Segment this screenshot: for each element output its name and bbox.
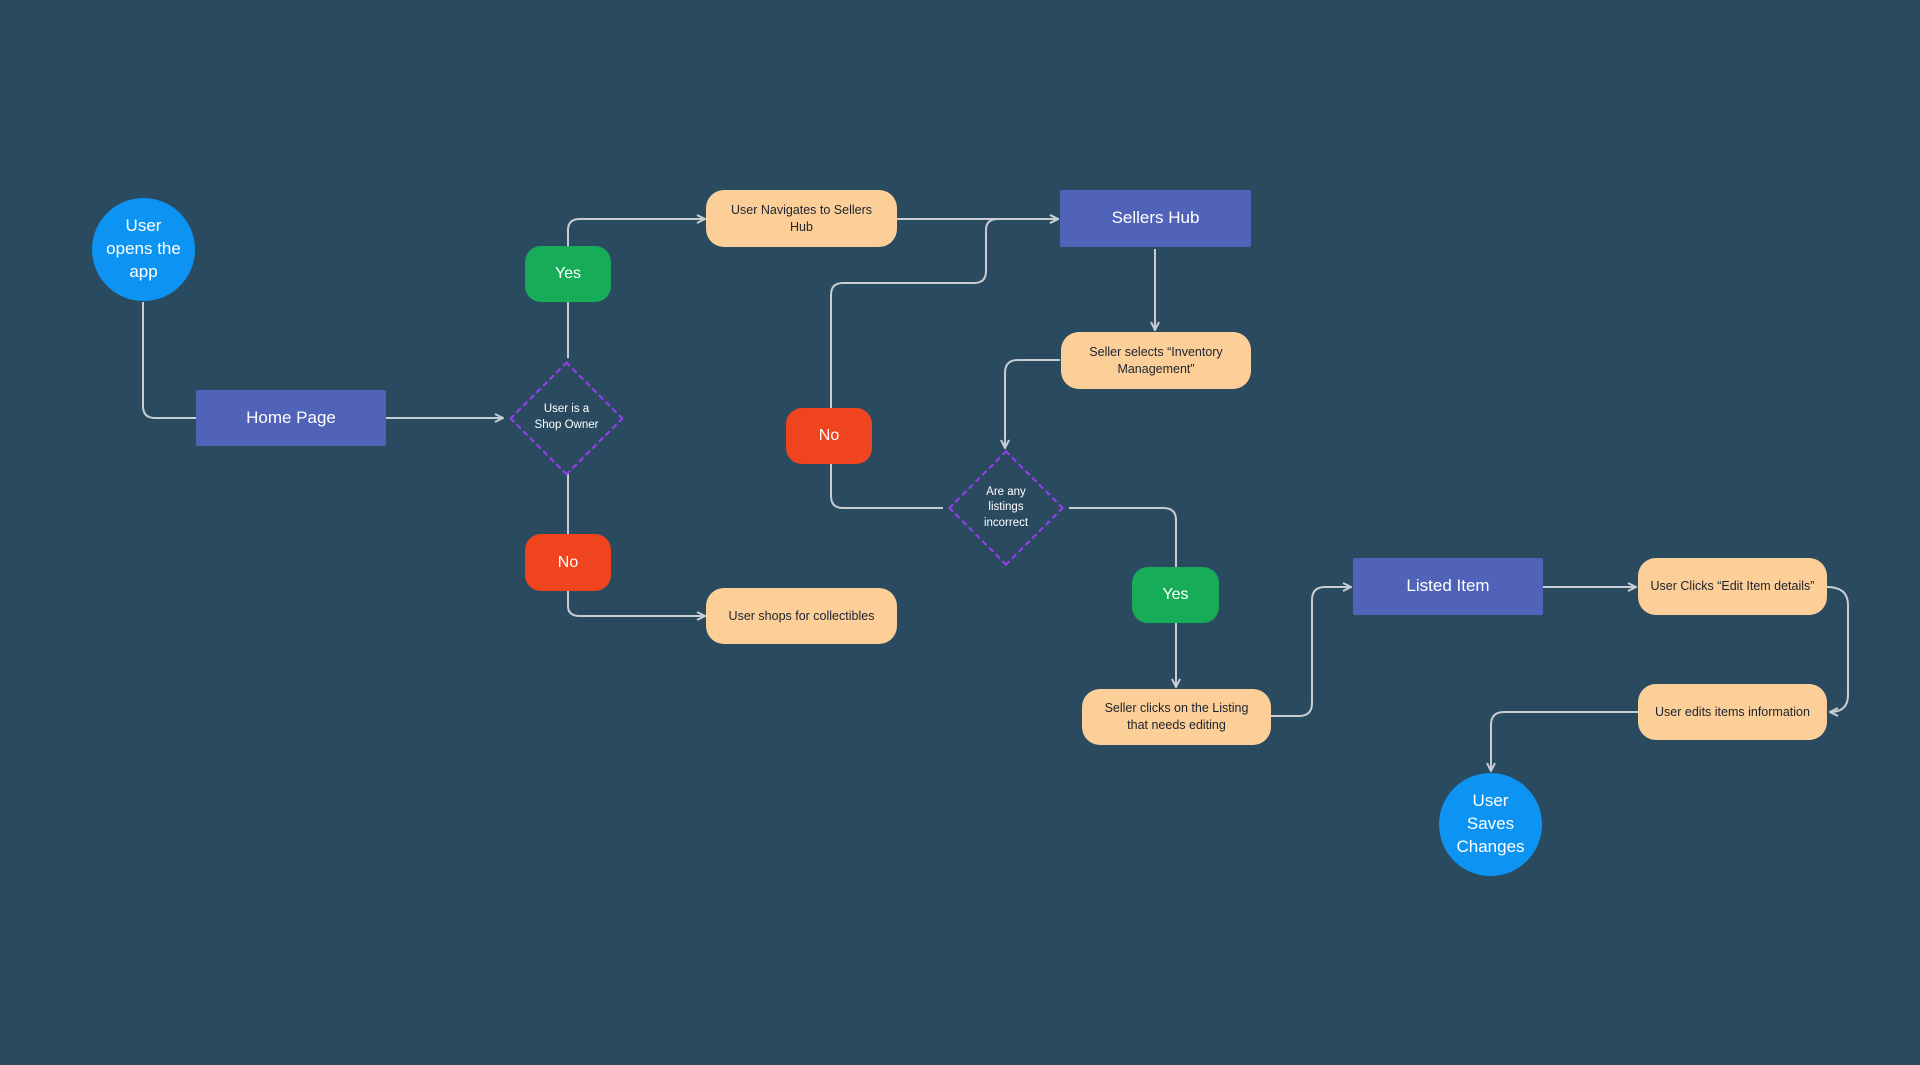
listings-incorrect-decision: Are any listings incorrect	[942, 449, 1070, 567]
edge-edit-editsinfo	[1826, 586, 1849, 712]
edge-decision-yes2	[1069, 507, 1177, 567]
sellers-hub-label: Sellers Hub	[1111, 208, 1200, 228]
inventory-management-node: Seller selects “Inventory Management”	[1061, 332, 1251, 389]
no-badge-listings: No	[786, 408, 872, 464]
edits-information-node: User edits items information	[1638, 684, 1827, 740]
edge-start-home	[142, 302, 196, 419]
edge-inventory-decision	[1005, 359, 1060, 448]
yes-label: Yes	[1162, 586, 1189, 604]
yes-badge-listings: Yes	[1132, 567, 1219, 623]
shop-owner-decision: User is a Shop Owner	[503, 360, 630, 476]
edits-information-label: User edits items information	[1655, 704, 1810, 719]
no-badge-owner: No	[525, 534, 611, 591]
listings-incorrect-label: Are any listings incorrect	[983, 485, 1029, 529]
edge-yes-navigate	[567, 219, 705, 246]
edge-decision-no2	[830, 464, 943, 509]
end-label: User Saves Changes	[1456, 791, 1525, 856]
edit-item-details-node: User Clicks “Edit Item details”	[1638, 558, 1827, 615]
home-page-label: Home Page	[246, 407, 336, 427]
edge-editsinfo-end	[1491, 711, 1638, 771]
edge-clicks-listed	[1271, 587, 1351, 717]
shop-owner-decision-label: User is a Shop Owner	[534, 403, 599, 431]
edit-item-details-label: User Clicks “Edit Item details”	[1650, 579, 1815, 594]
yes-label: Yes	[554, 265, 582, 283]
end-node: User Saves Changes	[1439, 773, 1542, 876]
clicks-listing-label: Seller clicks on the Listing that needs …	[1104, 701, 1249, 732]
sellers-hub-node: Sellers Hub	[1060, 190, 1251, 247]
edge-no-shops	[567, 591, 705, 616]
clicks-listing-node: Seller clicks on the Listing that needs …	[1082, 689, 1271, 745]
navigate-sellers-hub-node: User Navigates to Sellers Hub	[706, 190, 897, 247]
no-label: No	[818, 427, 840, 445]
inventory-management-label: Seller selects “Inventory Management”	[1089, 344, 1223, 376]
start-label: User opens the app	[106, 216, 181, 281]
home-page-node: Home Page	[196, 390, 386, 446]
start-node: User opens the app	[92, 198, 195, 301]
navigate-sellers-hub-label: User Navigates to Sellers Hub	[730, 202, 873, 234]
listed-item-label: Listed Item	[1406, 576, 1490, 596]
edge-no2-sellershub	[830, 219, 1058, 408]
listed-item-node: Listed Item	[1353, 558, 1543, 615]
yes-badge-owner: Yes	[525, 246, 611, 302]
shop-collectibles-node: User shops for collectibles	[706, 588, 897, 644]
shop-collectibles-label: User shops for collectibles	[728, 608, 875, 623]
no-label: No	[557, 553, 579, 571]
